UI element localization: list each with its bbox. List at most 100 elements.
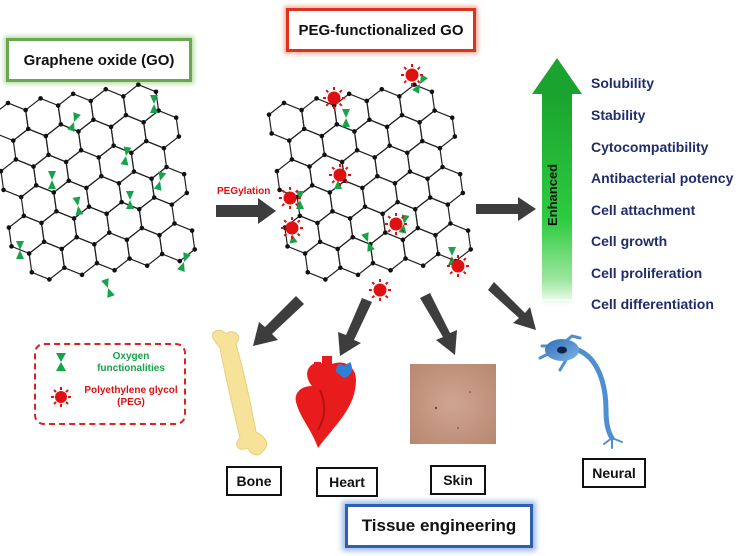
carbon-atom [440, 164, 445, 170]
hexagon-ring [434, 222, 472, 262]
carbon-atom [62, 265, 67, 271]
carbon-atom [299, 107, 304, 113]
hexagon-ring [386, 114, 423, 154]
carbon-atom [63, 159, 69, 165]
peg-go-title: PEG-functionalized GO [286, 8, 476, 52]
carbon-atom [47, 277, 52, 282]
carbon-atom [51, 190, 57, 195]
carbon-atom [375, 173, 380, 179]
carbon-atom [350, 234, 355, 240]
hexagon-ring [361, 175, 399, 215]
carbon-atom [159, 251, 165, 257]
tissue-neural-label: Neural [582, 458, 646, 488]
peg-marker [281, 217, 303, 239]
carbon-atom [346, 91, 352, 97]
carbon-atom [370, 260, 376, 266]
carbon-atom [285, 244, 290, 249]
peg-go-lattice [266, 82, 474, 282]
arrow-to-skin [420, 293, 457, 355]
carbon-atom [151, 195, 157, 200]
carbon-atom [189, 228, 195, 233]
carbon-atom [184, 190, 190, 196]
carbon-atom [307, 164, 312, 169]
carbon-atom [286, 138, 292, 143]
property-cell-differentiation: Cell differentiation [591, 296, 714, 312]
hexagon-ring [106, 201, 143, 241]
hexagon-ring [268, 102, 305, 142]
peg-marker [279, 187, 301, 209]
carbon-atom [315, 220, 320, 226]
carbon-atom [157, 232, 162, 238]
peg-icon [51, 387, 71, 407]
carbon-atom [327, 190, 333, 195]
hexagon-ring [406, 140, 444, 180]
tissue-engineering-title: Tissue engineering [345, 504, 533, 548]
hexagon-ring [20, 184, 58, 224]
carbon-atom [338, 265, 343, 271]
oxygen-functionality-marker [412, 74, 428, 94]
carbon-atom [322, 152, 327, 158]
legend-oxygen-label: Oxygen functionalities [97, 351, 165, 374]
carbon-atom [129, 150, 134, 156]
hexagon-ring [8, 215, 45, 255]
carbon-atom [379, 86, 385, 92]
carbon-atom [0, 168, 4, 174]
carbon-atom [31, 164, 36, 169]
carbon-atom [164, 164, 169, 170]
carbon-atom [445, 202, 451, 207]
carbon-atom [433, 232, 438, 238]
carbon-atom [372, 155, 378, 160]
carbon-atom [88, 98, 94, 104]
carbon-atom [23, 107, 28, 113]
oxygen-functionality-marker [361, 232, 375, 252]
hexagon-ring [61, 236, 98, 276]
carbon-atom [364, 98, 370, 104]
carbon-atom [382, 230, 388, 235]
pegylation-label: PEGylation [217, 186, 271, 197]
carbon-atom [76, 129, 81, 134]
hexagon-ring [276, 158, 313, 198]
carbon-atom [281, 100, 287, 106]
tissue-heart-label: Heart [316, 467, 378, 497]
carbon-atom [59, 246, 65, 252]
carbon-atom [449, 115, 455, 120]
peg-marker [329, 164, 351, 186]
carbon-atom [84, 185, 89, 191]
oxygen-functionality-icon [56, 353, 66, 371]
carbon-atom [5, 100, 11, 106]
oxygen-functionality-marker [72, 196, 84, 216]
carbon-atom [319, 133, 325, 139]
carbon-atom [112, 267, 117, 273]
carbon-atom [54, 208, 59, 214]
carbon-atom [181, 171, 187, 177]
carbon-atom [58, 122, 64, 127]
carbon-atom [29, 270, 35, 275]
carbon-atom [420, 263, 426, 268]
go-title: Graphene oxide (GO) [6, 38, 192, 82]
hexagon-ring [0, 158, 37, 198]
carbon-atom [334, 122, 340, 127]
bone-illustration [212, 329, 268, 456]
carbon-atom [305, 270, 311, 275]
property-cytocompatibility: Cytocompatibility [591, 139, 709, 155]
carbon-atom [415, 225, 421, 231]
pegylation-arrow [216, 198, 276, 224]
carbon-atom [141, 119, 146, 125]
carbon-atom [435, 251, 441, 257]
skin-illustration [410, 364, 496, 444]
hexagon-ring [90, 88, 127, 128]
carbon-atom [33, 183, 39, 188]
carbon-atom [26, 251, 32, 256]
hexagon-ring [53, 180, 90, 220]
property-cell-proliferation: Cell proliferation [591, 265, 703, 281]
hexagon-ring [414, 196, 452, 236]
carbon-atom [144, 263, 150, 268]
carbon-atom [407, 169, 413, 174]
tissue-skin-label: Skin [430, 465, 486, 495]
carbon-atom [400, 237, 406, 243]
oxygen-functionality-marker [16, 241, 24, 259]
carbon-atom [55, 103, 61, 108]
carbon-atom [419, 138, 425, 144]
carbon-atom [192, 247, 198, 252]
